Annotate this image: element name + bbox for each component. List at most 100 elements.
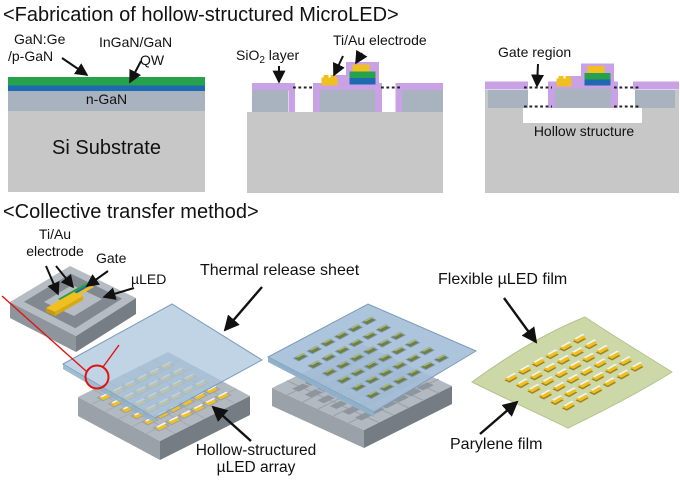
uled-chip xyxy=(338,376,351,383)
uled-chip xyxy=(583,352,594,359)
uled-chip xyxy=(557,356,571,364)
p-gan-stack xyxy=(349,71,376,78)
uled-chip xyxy=(542,376,553,382)
uled-chip xyxy=(422,361,433,367)
uled-chip xyxy=(575,394,589,402)
tiau-bump xyxy=(323,75,329,79)
uled-chip xyxy=(595,358,606,364)
label-sio2-layer: SiO2 layer xyxy=(236,47,299,67)
uled-chip xyxy=(618,357,632,365)
label-qw: QW xyxy=(140,52,165,68)
uled-chip xyxy=(582,354,596,361)
uled-chip xyxy=(556,368,567,374)
uled-chip xyxy=(394,377,407,384)
uled-chip xyxy=(367,391,380,399)
uled-chip xyxy=(436,354,447,360)
uled-chip xyxy=(532,358,545,366)
p-gan-layer xyxy=(8,77,205,86)
uled-chip xyxy=(381,368,391,374)
uled-chip xyxy=(529,371,543,379)
tiau-bump xyxy=(558,76,564,80)
uled-chip xyxy=(407,355,420,362)
array-side-left xyxy=(272,388,364,448)
diagram-electrode xyxy=(247,62,443,193)
uled-chip xyxy=(368,390,378,396)
uled-chip xyxy=(179,411,193,418)
uled-chip xyxy=(568,361,582,369)
uled-chip xyxy=(329,400,348,409)
uled-chip xyxy=(616,370,630,378)
label-gate-region: Gate region xyxy=(498,44,572,60)
callout-line xyxy=(102,344,120,368)
uled-chip xyxy=(365,362,378,369)
qw-stack xyxy=(349,78,376,85)
sio2-step xyxy=(333,75,349,84)
fabrication-title: <Fabrication of hollow-structured MicroL… xyxy=(3,4,399,26)
uled-chip xyxy=(351,338,361,344)
array-side-right xyxy=(364,386,452,448)
uled-chip xyxy=(365,331,375,337)
arrow-electrode-2 xyxy=(55,265,75,289)
uled-chip xyxy=(543,364,557,371)
uled-chip xyxy=(323,369,336,376)
uled-chip xyxy=(366,377,379,384)
sio2-side xyxy=(395,83,402,112)
arrow-thermal-sheet xyxy=(223,286,263,332)
uled-chip xyxy=(353,382,364,388)
arrow-qw xyxy=(129,60,142,84)
uled-chip xyxy=(205,386,218,394)
uled-chip xyxy=(322,354,335,361)
array-side-left xyxy=(78,397,160,460)
uled-chip xyxy=(367,375,377,381)
uled-chip xyxy=(156,422,167,428)
uled-chip xyxy=(574,333,585,340)
transfer-illustration xyxy=(266,303,478,448)
uled-chip xyxy=(579,379,590,386)
uled-chip xyxy=(406,340,419,347)
uled-chip xyxy=(506,372,517,379)
uled-chip xyxy=(355,412,373,421)
callout-circle xyxy=(84,364,110,390)
diagram-epitaxial-stack xyxy=(8,77,205,192)
arrow-hollow-array xyxy=(211,405,252,442)
uled-chip xyxy=(577,392,588,399)
uled-chip xyxy=(618,369,629,376)
uled-chip xyxy=(351,369,364,376)
uled-chip xyxy=(168,405,182,412)
uled-chip xyxy=(589,386,603,394)
tiau-pad xyxy=(556,78,572,87)
uled-chip xyxy=(597,344,608,351)
uled-chip xyxy=(379,355,392,362)
p-gan-stack xyxy=(584,73,611,80)
uled-chip xyxy=(342,406,360,415)
tiau-bump xyxy=(330,75,336,79)
uled-chip xyxy=(156,411,169,418)
n-gan-block xyxy=(635,90,675,108)
uled-chip xyxy=(295,352,306,358)
uled-chip xyxy=(363,332,376,339)
uled-chip xyxy=(168,416,179,422)
uled-chip xyxy=(605,365,619,373)
transferred-chips xyxy=(292,316,450,400)
uled-chip xyxy=(552,395,563,401)
uled-chip xyxy=(204,399,217,406)
uled-chip xyxy=(308,346,321,354)
thermal-release-sheet xyxy=(61,303,263,419)
uled-chip xyxy=(323,338,333,344)
uled-chip xyxy=(577,380,591,388)
uled-chip xyxy=(567,373,578,380)
annotation-arrows xyxy=(45,49,545,442)
uled-chip xyxy=(541,377,555,385)
uled-chip xyxy=(217,391,228,397)
uled-chip xyxy=(517,378,528,384)
inset-side-left xyxy=(10,302,76,352)
uled-chip xyxy=(205,397,216,403)
uled-chip xyxy=(560,341,571,348)
sio2-cap xyxy=(395,83,443,91)
uled-chip xyxy=(364,347,377,354)
uled-chip xyxy=(292,383,310,392)
diagram-hollow xyxy=(485,63,679,193)
uled-chip xyxy=(304,389,323,398)
uled-chip xyxy=(416,382,434,391)
